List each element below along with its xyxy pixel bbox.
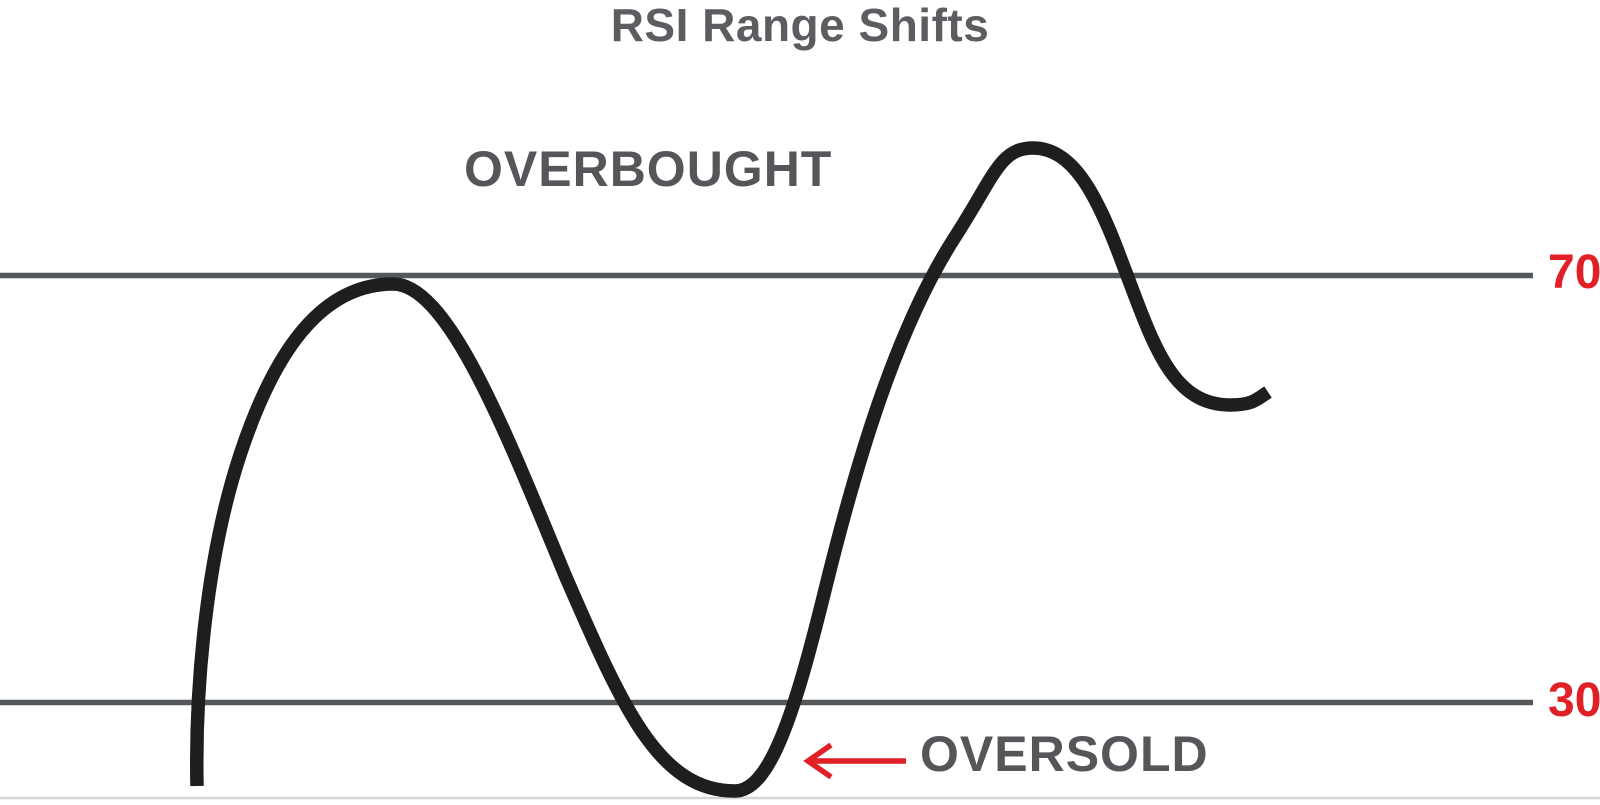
left-arrow-head: [803, 742, 833, 780]
level-30-label: 30: [1548, 674, 1600, 727]
overbought-label: OVERBOUGHT: [464, 141, 833, 197]
page-title: RSI Range Shifts: [610, 0, 990, 51]
rsi-curve-line: [190, 141, 1272, 798]
left-arrow-icon: [803, 742, 906, 780]
oversold-label: OVERSOLD: [920, 726, 1209, 782]
level-70-label: 70: [1548, 246, 1600, 299]
